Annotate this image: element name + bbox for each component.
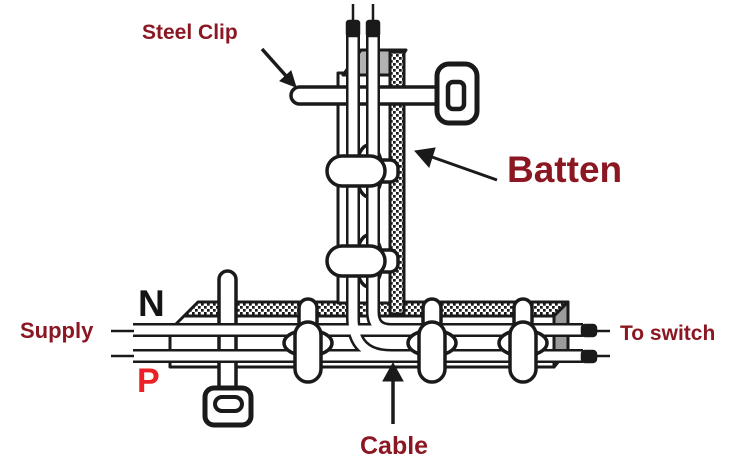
cable-tip bbox=[365, 19, 381, 38]
cable-clip-strap bbox=[293, 320, 323, 384]
cable-clip-strap bbox=[417, 320, 447, 384]
cable-clip-strap bbox=[325, 244, 387, 278]
cable-clip-strap bbox=[508, 320, 538, 384]
cable-label: Cable bbox=[360, 432, 429, 460]
steel-clip-top-buckle-slot bbox=[445, 79, 467, 112]
steel-clip-arrow bbox=[260, 47, 297, 88]
neutral-label: N bbox=[138, 283, 165, 324]
cables bbox=[111, 4, 610, 364]
batten-label: Batten bbox=[507, 149, 623, 190]
to-switch-label: To switch bbox=[620, 322, 716, 345]
cable-tip bbox=[345, 19, 361, 38]
cable-up-left-core bbox=[348, 30, 392, 361]
cable-tip bbox=[580, 349, 598, 364]
batten-arrow bbox=[414, 147, 498, 182]
cable-tip bbox=[580, 323, 598, 338]
cable-arrow bbox=[382, 361, 404, 424]
steel-clip-left-buckle-slot bbox=[213, 395, 244, 413]
supply-label: Supply bbox=[20, 318, 94, 343]
cable-up-right-core bbox=[368, 30, 392, 335]
phase-label: P bbox=[137, 362, 160, 400]
cable-clip-strap bbox=[325, 154, 387, 188]
annotation-arrows bbox=[260, 47, 498, 424]
steel-clip-label: Steel Clip bbox=[142, 21, 238, 44]
saddle-clip-straps bbox=[282, 154, 549, 384]
